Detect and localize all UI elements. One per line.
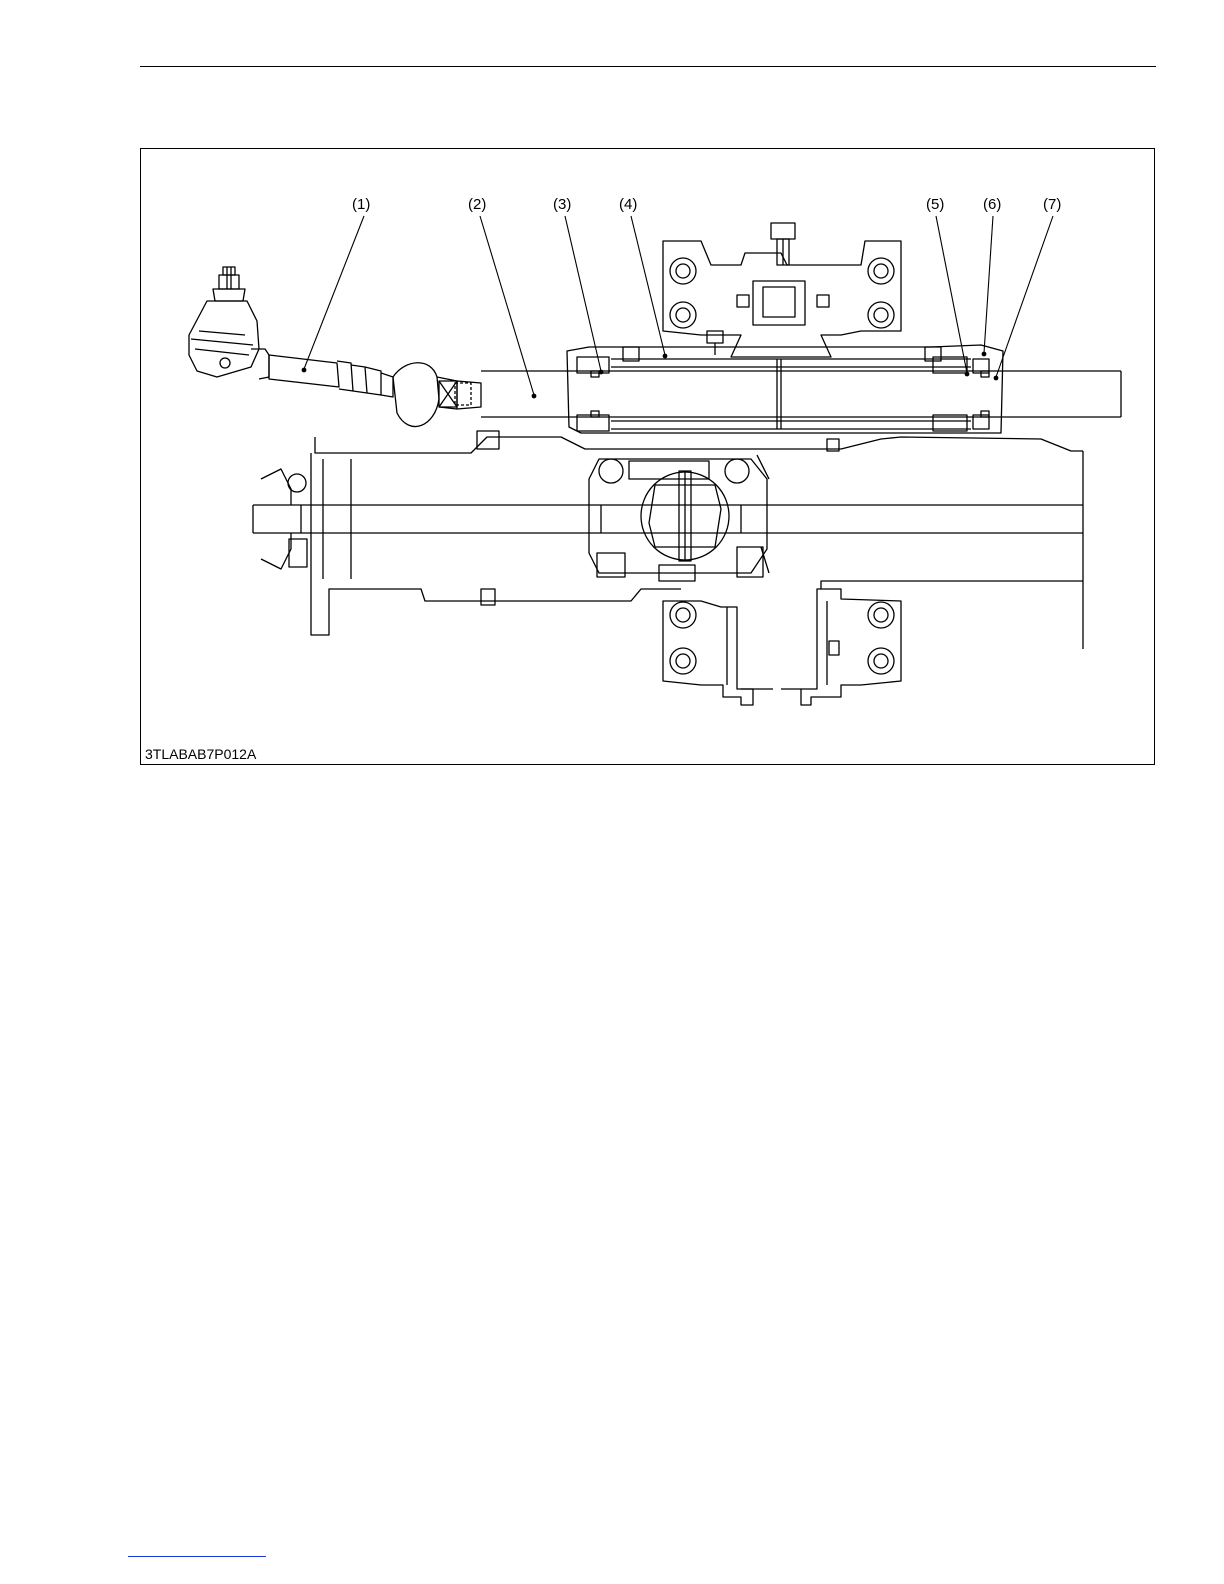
figure-frame: (1) (2) (3) (4) (5) (6) (7) (140, 148, 1155, 765)
footer-link-underline[interactable] (128, 1556, 266, 1557)
steering-cylinder-diagram: (1) (2) (3) (4) (5) (6) (7) (141, 149, 1154, 764)
cylinder-housing (567, 331, 1003, 433)
leader-lines (304, 216, 1053, 395)
callout-7: (7) (1043, 196, 1061, 213)
callout-2: (2) (468, 196, 486, 213)
callout-5: (5) (926, 196, 944, 213)
upper-bracket (663, 223, 901, 357)
callout-1: (1) (352, 196, 370, 213)
figure-code: 3TLABAB7P012A (145, 746, 256, 762)
piston-rod (481, 371, 1121, 417)
lower-bracket-left (663, 601, 773, 705)
callout-4: (4) (619, 196, 637, 213)
header-rule (140, 66, 1156, 67)
axle-case (253, 431, 1083, 649)
callout-6: (6) (983, 196, 1001, 213)
lower-bracket-right (781, 589, 901, 705)
callout-3: (3) (553, 196, 571, 213)
